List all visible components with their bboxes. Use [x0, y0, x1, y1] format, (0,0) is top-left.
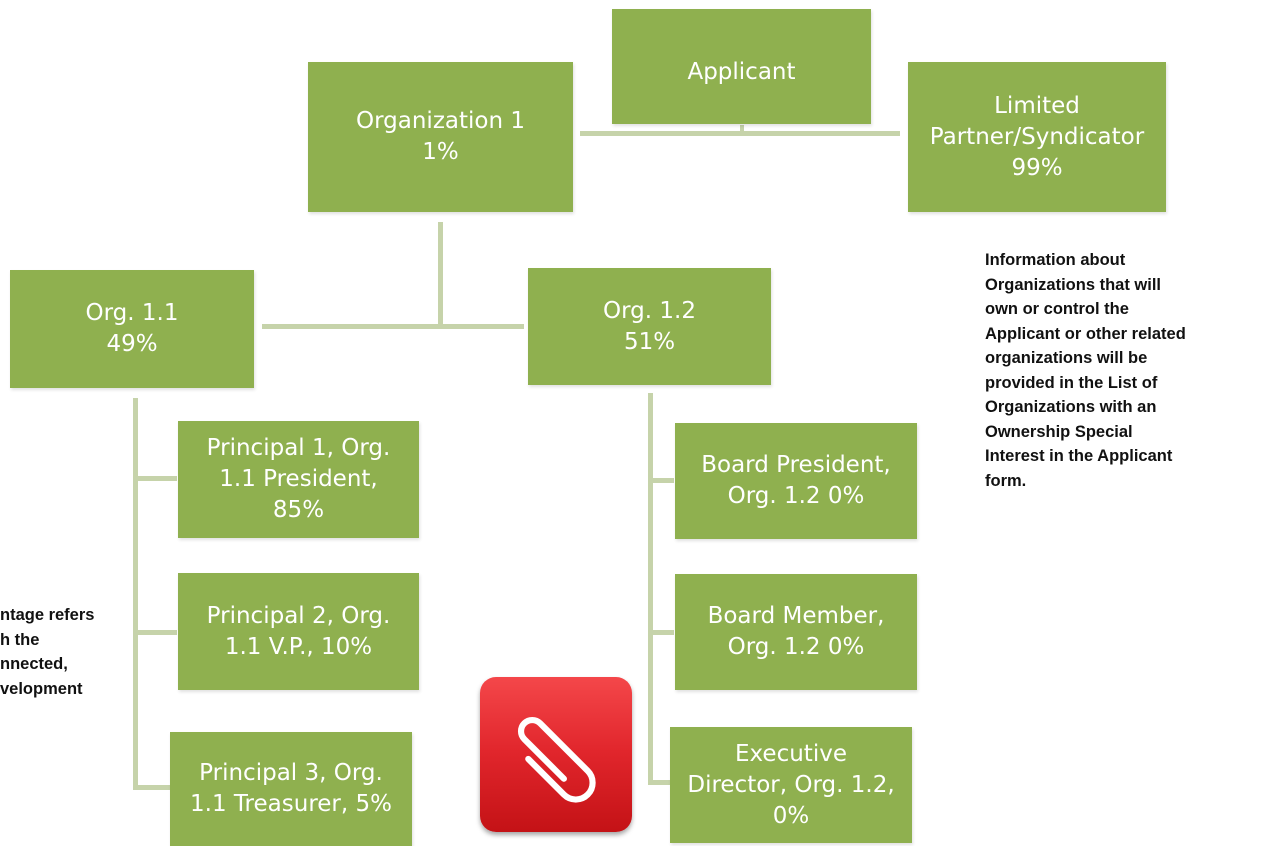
node-principal-2: Principal 2, Org. 1.1 V.P., 10%	[178, 573, 419, 690]
connector-org1-down	[438, 222, 443, 328]
node-org-1-2: Org. 1.2 51%	[528, 268, 771, 385]
connector-principal-3	[133, 785, 177, 790]
node-board-president: Board President, Org. 1.2 0%	[675, 423, 917, 539]
connector-org1-limited-partner	[580, 131, 900, 136]
node-organization-1: Organization 1 1%	[308, 62, 573, 212]
connector-org11-org12	[262, 324, 524, 329]
connector-applicant-stub	[740, 125, 744, 133]
note-percentage-cropped: ntage refers h the nnected, velopment	[0, 606, 95, 698]
node-executive-director: Executive Director, Org. 1.2, 0%	[670, 727, 912, 843]
connector-board-member	[648, 630, 674, 635]
paperclip-glyph	[517, 716, 596, 803]
connector-board-president	[648, 478, 674, 483]
node-principal-1: Principal 1, Org. 1.1 President, 85%	[178, 421, 419, 538]
connector-org12-spine	[648, 393, 653, 785]
node-limited-partner: Limited Partner/Syndicator 99%	[908, 62, 1166, 212]
connector-executive-director	[648, 780, 674, 785]
node-principal-3: Principal 3, Org. 1.1 Treasurer, 5%	[170, 732, 412, 846]
connector-org11-spine	[133, 398, 138, 790]
connector-principal-1	[133, 476, 177, 481]
node-org-1-1: Org. 1.1 49%	[10, 270, 254, 388]
connector-principal-2	[133, 630, 177, 635]
paperclip-icon[interactable]	[480, 677, 632, 832]
node-applicant: Applicant	[612, 9, 871, 124]
node-board-member: Board Member, Org. 1.2 0%	[675, 574, 917, 690]
note-organizations-info: Information about Organizations that wil…	[985, 251, 1186, 490]
